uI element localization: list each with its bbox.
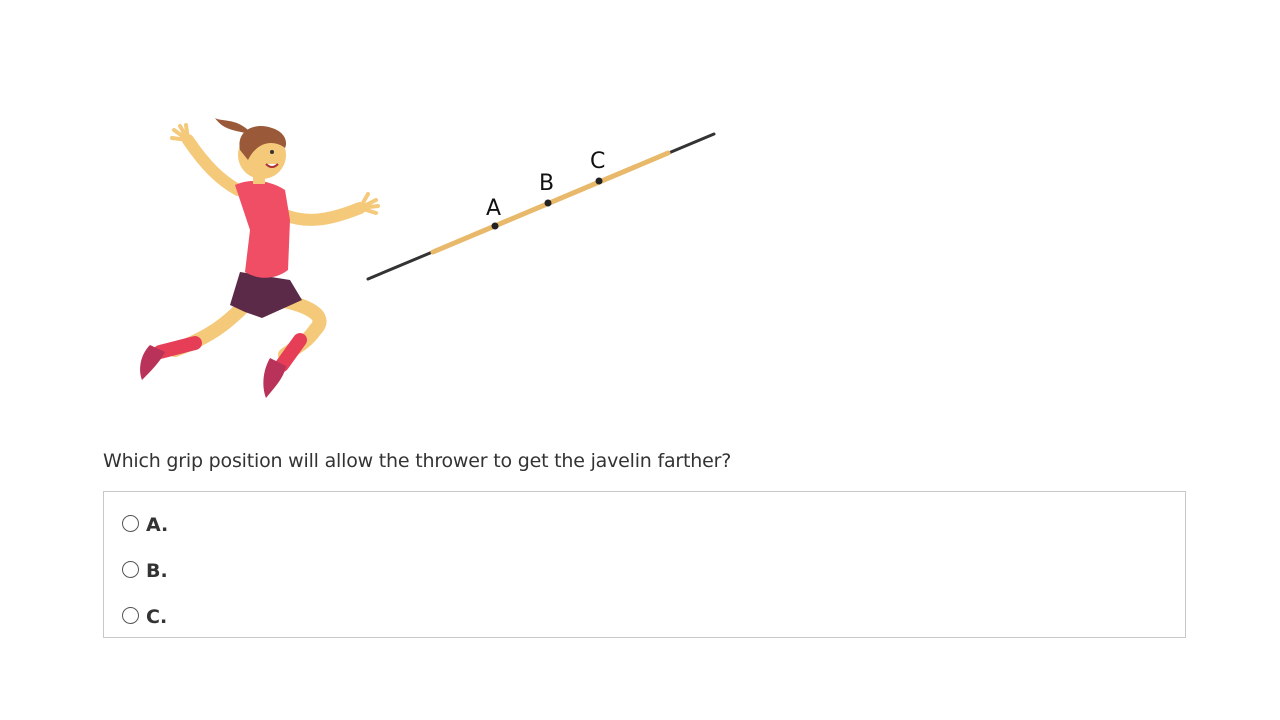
javelin xyxy=(366,132,716,281)
radio-circle-icon[interactable] xyxy=(122,560,139,578)
radio-circle-icon[interactable] xyxy=(122,514,139,532)
grip-point-b xyxy=(544,199,552,207)
choice-a[interactable]: A. xyxy=(122,510,168,536)
grip-label-b: B xyxy=(539,171,554,196)
grip-label-a: A xyxy=(486,196,501,221)
answer-choices: A. B. C. xyxy=(103,491,1186,638)
runner-figure xyxy=(140,118,380,398)
choice-c[interactable]: C. xyxy=(122,602,167,628)
radio-circle-icon[interactable] xyxy=(122,606,139,624)
javelin-illustration: A B C xyxy=(140,118,716,398)
question-text: Which grip position will allow the throw… xyxy=(103,450,732,472)
grip-point-a xyxy=(491,222,499,230)
choice-b[interactable]: B. xyxy=(122,556,168,582)
grip-point-c xyxy=(595,177,603,185)
choice-label: A. xyxy=(146,514,169,536)
choice-label: C. xyxy=(146,606,168,628)
choice-label: B. xyxy=(146,560,168,582)
grip-label-c: C xyxy=(590,149,605,174)
